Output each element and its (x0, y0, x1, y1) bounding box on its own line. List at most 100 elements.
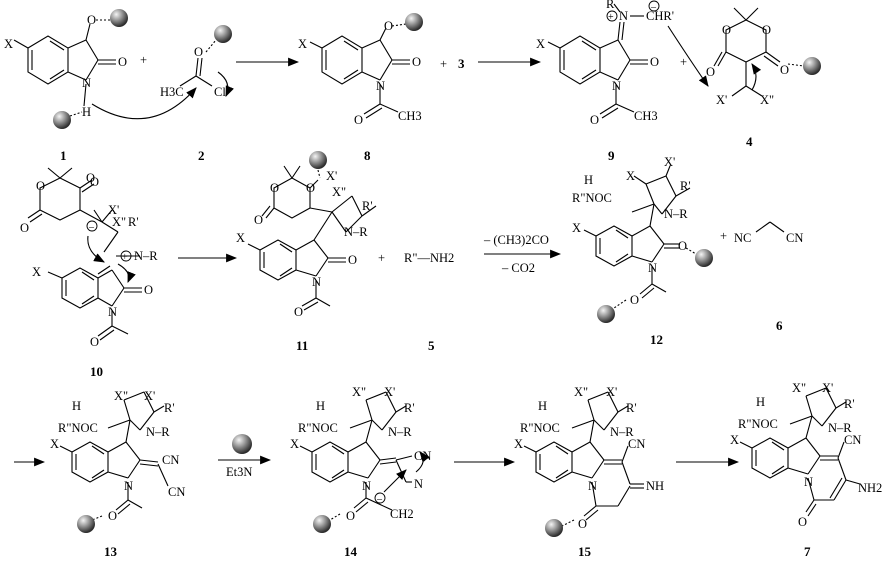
label-cn: CN (628, 437, 645, 451)
label-n: N (612, 79, 621, 93)
label-n: N (648, 261, 657, 275)
condition-base: Et3N (226, 465, 252, 479)
charge-minus: – (88, 222, 95, 233)
compound-number-1: 1 (60, 148, 67, 163)
plus-sign: + (720, 229, 727, 243)
label-n: N (804, 475, 813, 489)
compound-6-structure (755, 221, 785, 233)
label-o: O (384, 19, 393, 33)
label-o: O (144, 283, 153, 297)
label-x-double-prime: X" (352, 385, 366, 399)
label-cn: CN (162, 453, 179, 467)
label-cn: CN (844, 433, 861, 447)
bead-reagent (232, 434, 252, 454)
label-amide: R"NOC (58, 421, 98, 435)
label-cn: CN (786, 231, 803, 245)
compound-7-structure (739, 387, 861, 517)
condition-below: – CO2 (501, 261, 535, 275)
compound-number-4: 4 (746, 134, 753, 149)
label-h: H (538, 399, 547, 413)
label-x: X (236, 231, 245, 245)
bead-15 (545, 519, 563, 537)
compound-13-structure (59, 391, 169, 521)
compound-number-12: 12 (650, 332, 663, 347)
label-n: N (588, 479, 597, 493)
bead-14 (313, 515, 331, 533)
charge-minus: – (650, 2, 657, 13)
label-nh2: NH2 (858, 481, 882, 495)
label-x-prime: X' (606, 385, 617, 399)
label-o: O (412, 55, 421, 69)
label-x-double-prime: X" (112, 215, 126, 229)
negative-charge (648, 0, 660, 12)
condition-above: – (CH3)2CO (483, 233, 549, 247)
label-n: N (376, 79, 385, 93)
label-r-prime: R' (164, 401, 175, 415)
label-r-prime: R' (404, 401, 415, 415)
compound-number-6: 6 (776, 318, 783, 333)
label-h: H (316, 399, 325, 413)
label-o: O (108, 509, 117, 523)
label-o: O (630, 293, 639, 307)
label-o: O (346, 509, 355, 523)
curved-arrow (751, 63, 762, 91)
label-x: X (536, 37, 545, 51)
positive-charge (120, 250, 132, 262)
label-o: O (254, 213, 263, 227)
charge-plus: + (122, 252, 128, 263)
label-o: O (578, 517, 587, 531)
bead-2 (214, 25, 232, 43)
label-amide: R"NOC (520, 421, 560, 435)
label-amine: R"—NH2 (404, 251, 454, 265)
bead-8 (405, 13, 423, 31)
compound-8-structure (309, 23, 410, 119)
compound-number-14: 14 (344, 544, 358, 559)
label-x: X (32, 265, 41, 279)
label-x: X (298, 37, 307, 51)
label-x-prime: X' (384, 385, 395, 399)
label-ch3: CH3 (398, 109, 422, 123)
label-nh: NH (646, 479, 664, 493)
curved-arrow (87, 235, 105, 263)
label-x-prime: X' (144, 389, 155, 403)
bead-4 (803, 57, 821, 75)
label-amide: R"NOC (572, 191, 612, 205)
compound-number-2: 2 (198, 148, 205, 163)
label-amide: R"NOC (298, 421, 338, 435)
label-o: O (590, 113, 599, 127)
curved-arrow (117, 263, 136, 284)
compound-number-11: 11 (296, 338, 308, 353)
label-n: N (414, 477, 423, 491)
compound-number-3: 3 (458, 56, 465, 71)
label-r-prime: R' (844, 397, 855, 411)
label-x: X (730, 433, 739, 447)
bead-12a (695, 249, 713, 267)
label-h: H (82, 105, 91, 119)
label-o: O (86, 171, 95, 185)
compound-number-10: 10 (90, 364, 103, 379)
label-o: O (194, 45, 203, 59)
label-h: H (72, 399, 81, 413)
label-n-r: N–R (664, 207, 688, 221)
label-n: N (362, 479, 371, 493)
label-o: O (722, 23, 731, 37)
label-n-r: N–R (344, 225, 368, 239)
label-x-prime: X' (664, 155, 675, 169)
label-o: O (118, 55, 127, 69)
label-o: O (87, 13, 96, 27)
plus-sign: + (440, 57, 447, 71)
charge-plus: + (608, 12, 614, 23)
label-n: N (82, 76, 91, 90)
label-n: N (108, 305, 117, 319)
label-n: N (124, 479, 133, 493)
compound-14-structure (299, 391, 413, 521)
label-o: O (90, 175, 99, 189)
curved-arrow (91, 87, 197, 120)
negative-charge (86, 220, 98, 232)
label-n: N (312, 275, 321, 289)
label-x-double-prime: X" (760, 93, 774, 107)
label-x-double-prime: X" (792, 381, 806, 395)
plus-sign: + (378, 251, 385, 265)
label-n-r: N–R (388, 425, 412, 439)
